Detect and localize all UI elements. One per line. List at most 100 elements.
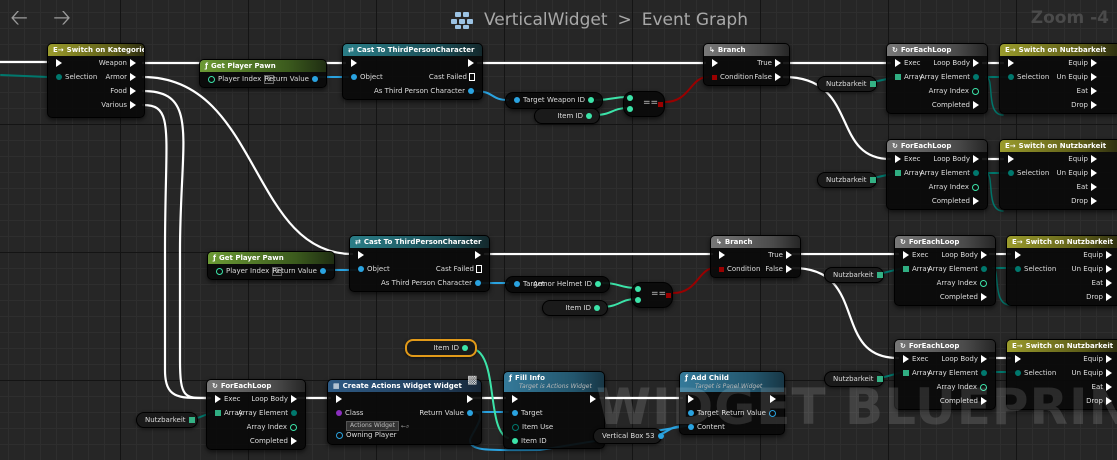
exec-out-pin[interactable] — [973, 101, 979, 109]
bool-out-pin[interactable] — [666, 292, 671, 298]
exec-out-pin[interactable] — [291, 437, 297, 445]
object-in-pin[interactable] — [336, 431, 343, 439]
int-in-pin[interactable] — [512, 438, 518, 444]
int-in-pin[interactable] — [627, 95, 633, 101]
exec-out-pin[interactable] — [786, 265, 792, 273]
array-out-pin[interactable] — [876, 272, 883, 278]
exec-in-pin[interactable] — [351, 59, 357, 67]
equal-node[interactable]: == — [631, 282, 673, 308]
node-header[interactable]: ↳Branch — [711, 236, 800, 248]
item-id-variable[interactable]: Item ID — [542, 300, 608, 316]
object-out-pin[interactable] — [312, 76, 318, 82]
exec-out-pin[interactable] — [981, 355, 987, 363]
node-header[interactable]: ↻ForEachLoop — [887, 44, 987, 56]
exec-out-pin[interactable] — [475, 251, 481, 259]
byte-in-pin[interactable] — [1008, 74, 1014, 80]
exec-in-pin[interactable] — [336, 395, 342, 403]
byte-in-pin[interactable] — [1015, 266, 1021, 272]
exec-out-pin[interactable] — [469, 73, 475, 81]
exec-out-pin[interactable] — [468, 59, 474, 67]
player-index-field[interactable]: 0 — [264, 74, 275, 84]
node-header[interactable]: E→Switch on Nutzbarkeit — [1007, 236, 1117, 248]
int-out-pin[interactable] — [972, 87, 979, 95]
int-out-pin[interactable] — [595, 281, 601, 287]
exec-out-pin[interactable] — [1106, 369, 1112, 377]
exec-out-pin[interactable] — [1091, 183, 1097, 191]
array-out-pin[interactable] — [869, 81, 876, 87]
int-out-pin[interactable] — [980, 279, 987, 287]
exec-in-pin[interactable] — [512, 395, 518, 403]
exec-out-pin[interactable] — [973, 155, 979, 163]
object-in-pin[interactable] — [514, 97, 520, 103]
exec-in-pin[interactable] — [719, 251, 725, 259]
int-in-pin[interactable] — [216, 267, 223, 275]
object-in-pin[interactable] — [688, 424, 694, 430]
breadcrumb-graph[interactable]: Event Graph — [641, 10, 748, 30]
exec-out-pin[interactable] — [981, 397, 987, 405]
node-header[interactable]: ↻ForEachLoop — [887, 140, 987, 152]
bool-out-pin[interactable] — [658, 101, 663, 107]
array-in-pin[interactable] — [895, 170, 901, 176]
array-out-pin[interactable] — [188, 417, 195, 423]
node-header[interactable]: ↻ForEachLoop — [895, 340, 995, 352]
equal-node[interactable]: == — [623, 91, 665, 117]
int-out-pin[interactable] — [290, 423, 297, 431]
int-out-pin[interactable] — [586, 113, 592, 119]
exec-out-pin[interactable] — [130, 73, 136, 81]
exec-out-pin[interactable] — [1106, 383, 1112, 391]
exec-in-pin[interactable] — [895, 155, 901, 163]
object-out-pin[interactable] — [320, 268, 326, 274]
bool-in-pin[interactable] — [712, 74, 717, 80]
object-in-pin[interactable] — [351, 74, 357, 80]
int-in-pin[interactable] — [627, 106, 633, 112]
nutzbarkeit-variable[interactable]: Nutzbarkeit — [824, 267, 884, 283]
int-in-pin[interactable] — [635, 297, 641, 303]
exec-out-pin[interactable] — [1091, 101, 1097, 109]
exec-out-pin[interactable] — [775, 73, 781, 81]
object-in-pin[interactable] — [358, 266, 364, 272]
exec-out-pin[interactable] — [291, 395, 297, 403]
exec-out-pin[interactable] — [786, 251, 792, 259]
exec-out-pin[interactable] — [1091, 197, 1097, 205]
array-in-pin[interactable] — [903, 266, 909, 272]
player-index-field[interactable]: 0 — [272, 266, 283, 276]
exec-out-pin[interactable] — [1106, 397, 1112, 405]
array-in-pin[interactable] — [895, 74, 901, 80]
vertical-box-variable[interactable]: Vertical Box 53 — [593, 428, 664, 444]
object-out-pin[interactable] — [475, 280, 481, 286]
byte-out-pin[interactable] — [973, 170, 979, 176]
nutzbarkeit-variable[interactable]: Nutzbarkeit — [817, 172, 877, 188]
node-header[interactable]: ⇄Cast To ThirdPersonCharacter — [350, 236, 489, 248]
back-arrow-icon[interactable]: 🡠 — [10, 6, 28, 31]
byte-out-pin[interactable] — [981, 370, 987, 376]
exec-out-pin[interactable] — [1106, 265, 1112, 273]
int-out-pin[interactable] — [588, 97, 594, 103]
exec-in-pin[interactable] — [895, 59, 901, 67]
class-dropdown[interactable]: Actions Widget — [346, 421, 399, 431]
object-in-pin[interactable] — [514, 281, 520, 287]
int-out-pin[interactable] — [462, 345, 468, 351]
object-out-pin[interactable] — [657, 433, 664, 439]
exec-out-pin[interactable] — [476, 265, 482, 273]
int-in-pin[interactable] — [208, 75, 215, 83]
exec-out-pin[interactable] — [1106, 293, 1112, 301]
exec-in-pin[interactable] — [903, 355, 909, 363]
exec-in-pin[interactable] — [903, 251, 909, 259]
exec-out-pin[interactable] — [130, 87, 136, 95]
bool-in-pin[interactable] — [719, 266, 724, 272]
exec-out-pin[interactable] — [1106, 355, 1112, 363]
nutzbarkeit-variable[interactable]: Nutzbarkeit — [824, 371, 884, 387]
exec-in-pin[interactable] — [1015, 355, 1021, 363]
exec-out-pin[interactable] — [973, 59, 979, 67]
node-header[interactable]: ↳Branch — [704, 44, 789, 56]
